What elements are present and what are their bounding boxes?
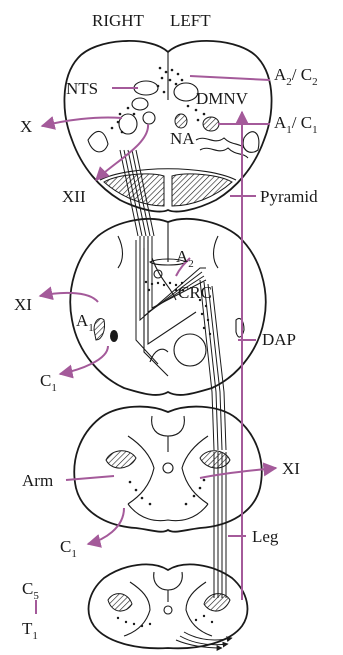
cervical-cord-section xyxy=(74,407,261,532)
label-xii: XII xyxy=(62,187,86,206)
label-x: X xyxy=(20,117,32,136)
label-dap: DAP xyxy=(262,330,296,349)
label-xi-right: XI xyxy=(282,459,300,478)
label-a2-mid: A2 xyxy=(176,247,194,270)
x-leader xyxy=(42,117,122,126)
header-right-label: RIGHT xyxy=(92,11,145,30)
label-na: NA xyxy=(170,129,195,148)
leader-lines xyxy=(36,76,276,614)
label-c1-mid: C1 xyxy=(40,371,57,394)
label-pyramid: Pyramid xyxy=(260,187,318,206)
label-c1-low: C1 xyxy=(60,537,77,560)
a2c2-leader xyxy=(190,76,270,80)
label-dmnv: DMNV xyxy=(196,89,249,108)
rostral-medulla-section xyxy=(64,41,271,212)
xi-left-leader xyxy=(40,293,98,302)
caudal-medulla-section xyxy=(70,219,265,395)
label-a1-c1: A1/ C1 xyxy=(274,113,318,136)
label-arm: Arm xyxy=(22,471,53,490)
label-a1-mid: A1 xyxy=(76,311,94,334)
label-a2-c2: A2/ C2 xyxy=(274,65,318,88)
lumbar-dot-cluster xyxy=(117,615,213,627)
xi-right-leader xyxy=(200,468,276,478)
label-crc: CRC xyxy=(178,283,212,302)
lumbar-cord-section xyxy=(89,564,248,648)
label-xi-left: XI xyxy=(14,295,32,314)
label-t1: T1 xyxy=(22,619,38,642)
label-leg: Leg xyxy=(252,527,279,546)
arm-leader xyxy=(66,476,114,480)
label-c5: C5 xyxy=(22,579,39,602)
label-nts: NTS xyxy=(66,79,98,98)
header-left-label: LEFT xyxy=(170,11,211,30)
